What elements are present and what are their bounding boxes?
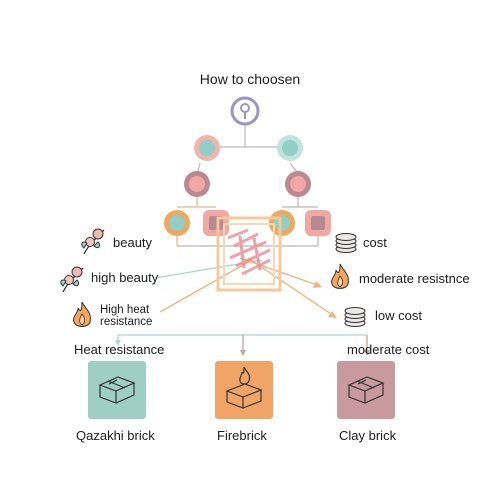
watermark-stamp	[216, 216, 282, 292]
node-level2-left	[184, 171, 210, 197]
node-level1-right	[277, 135, 303, 161]
flower-branch-icon	[60, 266, 84, 293]
clay-brick-card	[337, 361, 395, 419]
criterion-high-beauty: high beauty	[91, 270, 159, 285]
clay-brick-label: Clay brick	[339, 428, 397, 443]
qazakhi-brick-card	[88, 361, 146, 419]
diagram-title: How to choosen	[199, 71, 301, 87]
criterion-beauty: beauty	[113, 235, 153, 250]
root-node	[230, 96, 260, 126]
heat-arrow	[159, 259, 253, 313]
brick-icon	[347, 376, 385, 404]
criterion-low-cost: low cost	[375, 308, 422, 323]
brick-flame-icon	[225, 366, 263, 409]
node-leaf-1	[164, 210, 190, 236]
firebrick-card	[215, 361, 273, 419]
qazakhi-brick-label: Qazakhi brick	[76, 428, 155, 443]
criterion-high-heat-resistance: High heat resistance	[100, 304, 153, 328]
firebrick-label: Firebrick	[217, 428, 267, 443]
brick-icon	[98, 376, 136, 404]
flame-icon	[331, 263, 349, 289]
flower-branch-icon	[81, 228, 105, 255]
criterion-moderate-resistnce: moderate resistnce	[359, 271, 470, 286]
category-heat-resistance: Heat resistance	[74, 342, 165, 357]
node-level1-left	[194, 135, 220, 161]
category-moderate-cost: moderate cost	[347, 342, 430, 357]
node-leaf-4	[305, 210, 331, 236]
node-level2-right	[285, 171, 311, 197]
flame-icon	[73, 301, 91, 327]
coin-stack-icon	[335, 233, 357, 253]
criterion-cost: cost	[363, 235, 387, 250]
coin-stack-icon	[344, 307, 366, 327]
